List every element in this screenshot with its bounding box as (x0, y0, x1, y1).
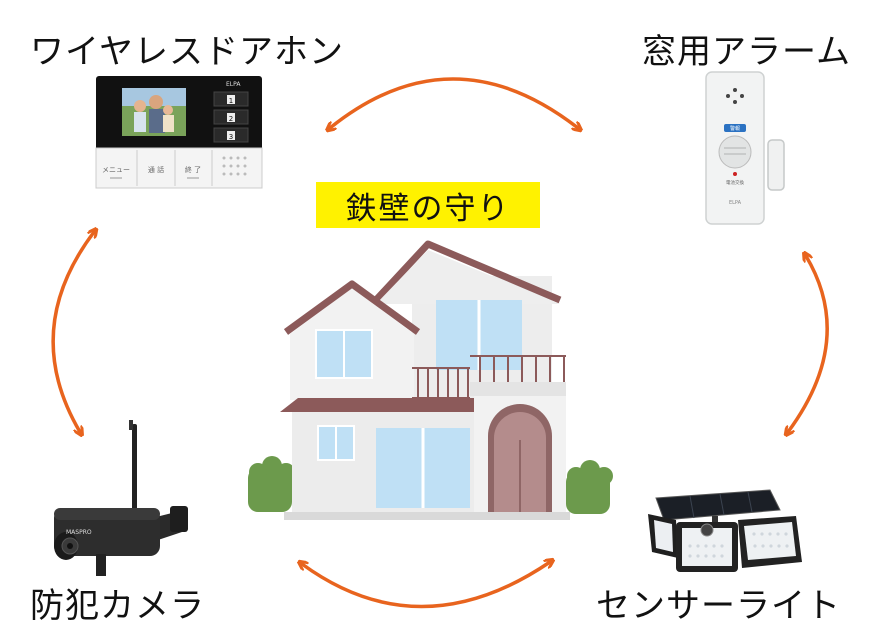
intercom-call-btn: 通 話 (148, 165, 164, 174)
alarm-switch (718, 135, 752, 169)
balcony-railing (412, 355, 566, 399)
alarm-badge: 警報 (730, 125, 740, 132)
intercom-btn-3: 3 (229, 133, 233, 141)
sensor-light-label: センサーライト (596, 586, 841, 626)
intercom-end-btn: 終 了 (185, 165, 201, 174)
window-alarm-label: 窓用アラーム (642, 32, 851, 72)
sensor-light-device (648, 489, 802, 572)
main-roof (373, 240, 562, 304)
window-alarm-device: 警報 電池交換 ELPA (705, 71, 785, 225)
intercom-menu-btn: メニュー (102, 166, 130, 174)
alarm-magnet (767, 139, 785, 191)
security-camera-device: MASPRO (54, 420, 188, 576)
house-illustration (248, 240, 613, 520)
arrow-right (788, 256, 829, 432)
bush-left (248, 456, 295, 512)
alarm-brand: ELPA (729, 200, 742, 206)
led-grid (688, 532, 789, 558)
intercom-btn-2: 2 (229, 115, 233, 123)
camera-brand: MASPRO (66, 529, 92, 536)
camera-antenna (132, 424, 137, 512)
intercom-label: ワイヤレスドアホン (30, 32, 344, 72)
intercom-brand: ELPA (226, 81, 241, 88)
bush-right (566, 460, 613, 514)
cycle-arrows (51, 77, 829, 609)
eave (280, 398, 474, 412)
camera-label: 防犯カメラ (30, 586, 205, 626)
intercom-device: ELPA 1 2 3 メニュー 通 話 終 了 (95, 76, 263, 189)
side-roof (283, 280, 421, 335)
arrow-bottom (302, 562, 550, 609)
center-title: 鉄壁の守り (316, 182, 540, 228)
solar-panel (655, 489, 781, 521)
alarm-small-text: 電池交換 (726, 179, 744, 186)
alarm-speaker-holes (726, 88, 744, 104)
arrow-left (51, 232, 94, 432)
arrow-top (330, 77, 578, 128)
intercom-speaker-grille (222, 156, 247, 176)
sensor-eye (700, 523, 714, 537)
intercom-btn-1: 1 (229, 97, 233, 105)
